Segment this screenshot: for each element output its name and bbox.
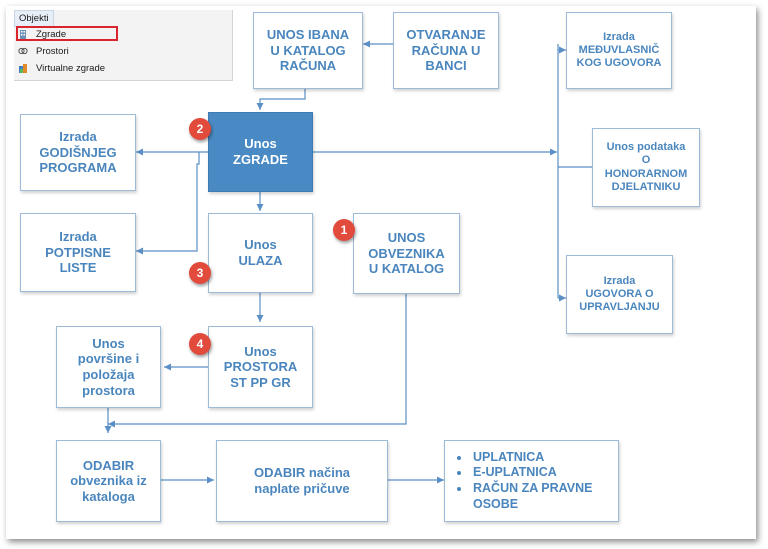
menu-item-zgrade[interactable]: Zgrade [18, 27, 66, 41]
box-label: Unos PROSTORA ST PP GR [223, 343, 298, 390]
box-izrada-meduvlasnickog-ugovora: Izrada MEĐUVLASNIČ KOG UGOVORA [566, 12, 672, 89]
box-odabir-obveznika: ODABIR obveznika iz kataloga [56, 440, 161, 522]
rooms-icon [18, 46, 28, 56]
box-label: ODABIR obveznika iz kataloga [70, 457, 147, 504]
box-label: Unos površine i položaja prostora [77, 335, 140, 398]
box-label: Unos podataka O HONORARNOM DJELATNIKU [604, 141, 688, 193]
box-label: Izrada GODIŠNJEG PROGRAMA [39, 129, 117, 176]
box-payment-options: UPLATNICA E-UPLATNICA RAČUN ZA PRAVNE OS… [444, 440, 619, 522]
step-badge-2: 2 [189, 118, 211, 140]
box-unos-zgrade: Unos ZGRADE [208, 112, 313, 192]
menu-item-label: Prostori [36, 45, 69, 57]
step-badge-3: 3 [189, 262, 211, 284]
box-izrada-godisnjeg-programa: Izrada GODIŠNJEG PROGRAMA [20, 114, 136, 191]
box-label: Izrada MEĐUVLASNIČ KOG UGOVORA [576, 30, 662, 70]
box-label: Unos ULAZA [238, 237, 283, 268]
box-unos-povrsine: Unos površine i položaja prostora [56, 326, 161, 408]
payment-option: E-UPLATNICA [471, 465, 618, 481]
menu-item-virtualne-zgrade[interactable]: Virtualne zgrade [18, 61, 105, 75]
box-label: Izrada UGOVORA O UPRAVLJANJU [579, 274, 660, 314]
box-label: Unos ZGRADE [233, 136, 288, 167]
box-otvaranje-racuna: OTVARANJE RAČUNA U BANCI [393, 12, 499, 89]
box-unos-obveznika: UNOS OBVEZNIKA U KATALOG [353, 213, 460, 294]
step-badge-4: 4 [189, 333, 211, 355]
building-icon [18, 29, 28, 39]
box-label: OTVARANJE RAČUNA U BANCI [406, 27, 486, 74]
box-izrada-ugovora-o-upravljanju: Izrada UGOVORA O UPRAVLJANJU [566, 255, 673, 334]
step-badge-1: 1 [333, 219, 355, 241]
payment-options-list: UPLATNICA E-UPLATNICA RAČUN ZA PRAVNE OS… [445, 450, 618, 513]
box-label: Izrada POTPISNE LISTE [45, 229, 111, 276]
box-unos-ibana: UNOS IBANA U KATALOG RAČUNA [253, 12, 363, 89]
menu-item-label: Virtualne zgrade [36, 62, 106, 74]
box-unos-podataka-honorarnom: Unos podataka O HONORARNOM DJELATNIKU [592, 128, 700, 207]
box-label: ODABIR načina naplate pričuve [253, 465, 351, 496]
box-izrada-potpisne-liste: Izrada POTPISNE LISTE [20, 213, 136, 292]
objekti-menu: Objekti Zgrade Prostori Virtualne zgrade [14, 10, 233, 81]
box-unos-ulaza: Unos ULAZA [208, 213, 313, 293]
payment-option: UPLATNICA [471, 450, 618, 466]
menu-item-prostori[interactable]: Prostori [18, 44, 69, 58]
box-odabir-nacina-naplate: ODABIR načina naplate pričuve [216, 440, 388, 522]
box-unos-prostora: Unos PROSTORA ST PP GR [208, 326, 313, 408]
menu-item-label: Zgrade [36, 28, 67, 40]
box-label: UNOS OBVEZNIKA U KATALOG [368, 230, 445, 277]
payment-option: RAČUN ZA PRAVNE OSOBE [471, 481, 618, 512]
selected-item-highlight [16, 26, 118, 41]
box-label: UNOS IBANA U KATALOG RAČUNA [266, 27, 350, 74]
virtual-building-icon [18, 63, 28, 73]
